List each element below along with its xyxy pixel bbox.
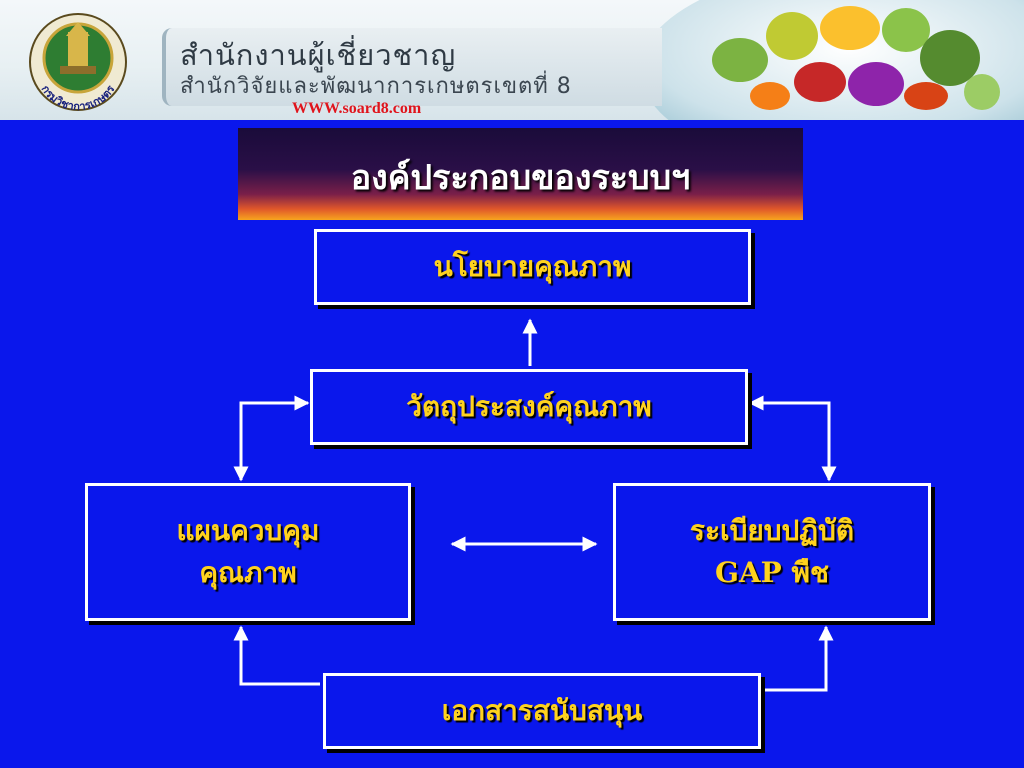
node-quality-control-plan-line1: แผนควบคุม bbox=[176, 514, 320, 547]
org-name-line1: สำนักงานผู้เชี่ยวชาญ bbox=[180, 38, 457, 72]
org-title-panel bbox=[162, 28, 662, 106]
arrow-documents-to-gap bbox=[764, 625, 834, 692]
node-quality-policy: นโยบายคุณภาพ bbox=[314, 229, 751, 305]
org-name-line2: สำนักวิจัยและพัฒนาการเกษตรเขตที่ 8 bbox=[180, 74, 572, 99]
arrow-documents-to-control-plan bbox=[233, 625, 320, 686]
fruits-image bbox=[712, 6, 1000, 110]
node-gap-procedure: ระเบียบปฏิบัติ GAP พืช bbox=[613, 483, 931, 621]
node-quality-objective: วัตถุประสงค์คุณภาพ bbox=[310, 369, 748, 445]
arrow-objective-control-plan bbox=[233, 395, 310, 482]
department-seal-icon: กรมวิชาการเกษตร bbox=[29, 13, 127, 113]
node-gap-procedure-line1: ระเบียบปฏิบัติ bbox=[689, 514, 855, 547]
header-banner: กรมวิชาการเกษตร สำนักงานผู้เชี่ยวชาญ สำน… bbox=[0, 0, 1024, 120]
arrow-objective-gap bbox=[748, 395, 837, 482]
node-supporting-documents-line1: เอกสารสนับสนุน bbox=[441, 694, 643, 727]
node-quality-control-plan: แผนควบคุม คุณภาพ bbox=[85, 483, 411, 621]
website-link[interactable]: WWW.soard8.com bbox=[292, 100, 422, 117]
slide-title-bar: องค์ประกอบของระบบฯ bbox=[238, 128, 803, 220]
slide-title: องค์ประกอบของระบบฯ bbox=[350, 158, 691, 198]
node-quality-control-plan-line2: คุณภาพ bbox=[199, 556, 297, 589]
node-quality-policy-line1: นโยบายคุณภาพ bbox=[433, 250, 632, 283]
node-supporting-documents: เอกสารสนับสนุน bbox=[323, 673, 761, 749]
node-quality-objective-line1: วัตถุประสงค์คุณภาพ bbox=[406, 390, 652, 423]
node-gap-procedure-line2: GAP พืช bbox=[715, 556, 829, 589]
